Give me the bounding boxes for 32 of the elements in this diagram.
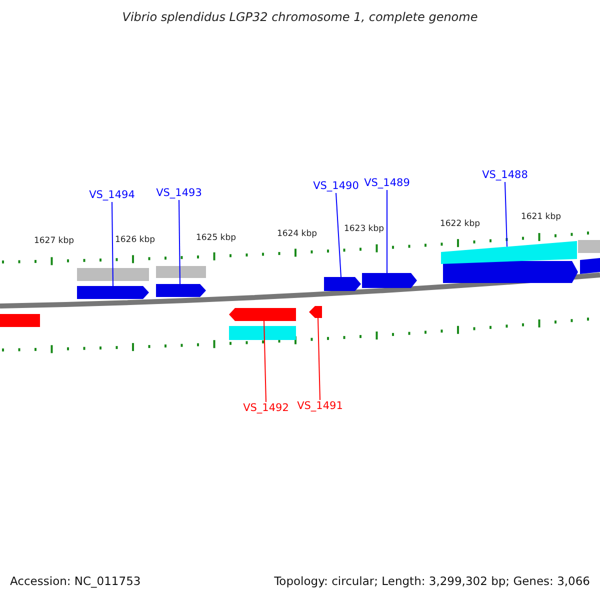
position-label: 1621 kbp (520, 212, 562, 223)
leader-line (264, 320, 266, 402)
leader-line (318, 318, 320, 400)
leader-line (112, 202, 114, 286)
gene-feature (362, 273, 417, 288)
position-label: 1627 kbp (34, 236, 74, 247)
gene-label: VS_1494 (89, 189, 135, 202)
position-label: 1624 kbp (276, 229, 318, 240)
gene-label: VS_1488 (482, 169, 528, 182)
gene-label: VS_1493 (156, 187, 202, 200)
gene-feature (324, 277, 361, 291)
leader-line (504, 182, 508, 248)
gene-feature (443, 261, 578, 283)
position-label: 1625 kbp (196, 233, 236, 244)
position-label: 1626 kbp (114, 235, 156, 246)
gene-label: VS_1489 (364, 177, 410, 190)
gene-label: VS_1491 (297, 400, 343, 413)
genome-title: Vibrio splendidus LGP32 chromosome 1, complete genome (121, 10, 479, 24)
leader-line (336, 192, 342, 278)
gene-label: VS_1492 (243, 402, 289, 415)
gene-feature (156, 284, 206, 297)
gene-feature (77, 286, 149, 299)
position-label: 1623 kbp (344, 224, 384, 235)
genome-info-text: Topology: circular; Length: 3,299,302 bp; Genes: 3,066 (274, 574, 590, 588)
gene-label: VS_1490 (313, 180, 359, 193)
gene-feature (229, 308, 296, 321)
gene-feature (309, 306, 322, 318)
leader-line (386, 190, 388, 274)
leader-line (178, 200, 180, 284)
gene-feature (441, 241, 577, 264)
position-label: 1622 kbp (440, 219, 480, 230)
genome-info-text: Accession: NC_011753 (10, 574, 141, 588)
